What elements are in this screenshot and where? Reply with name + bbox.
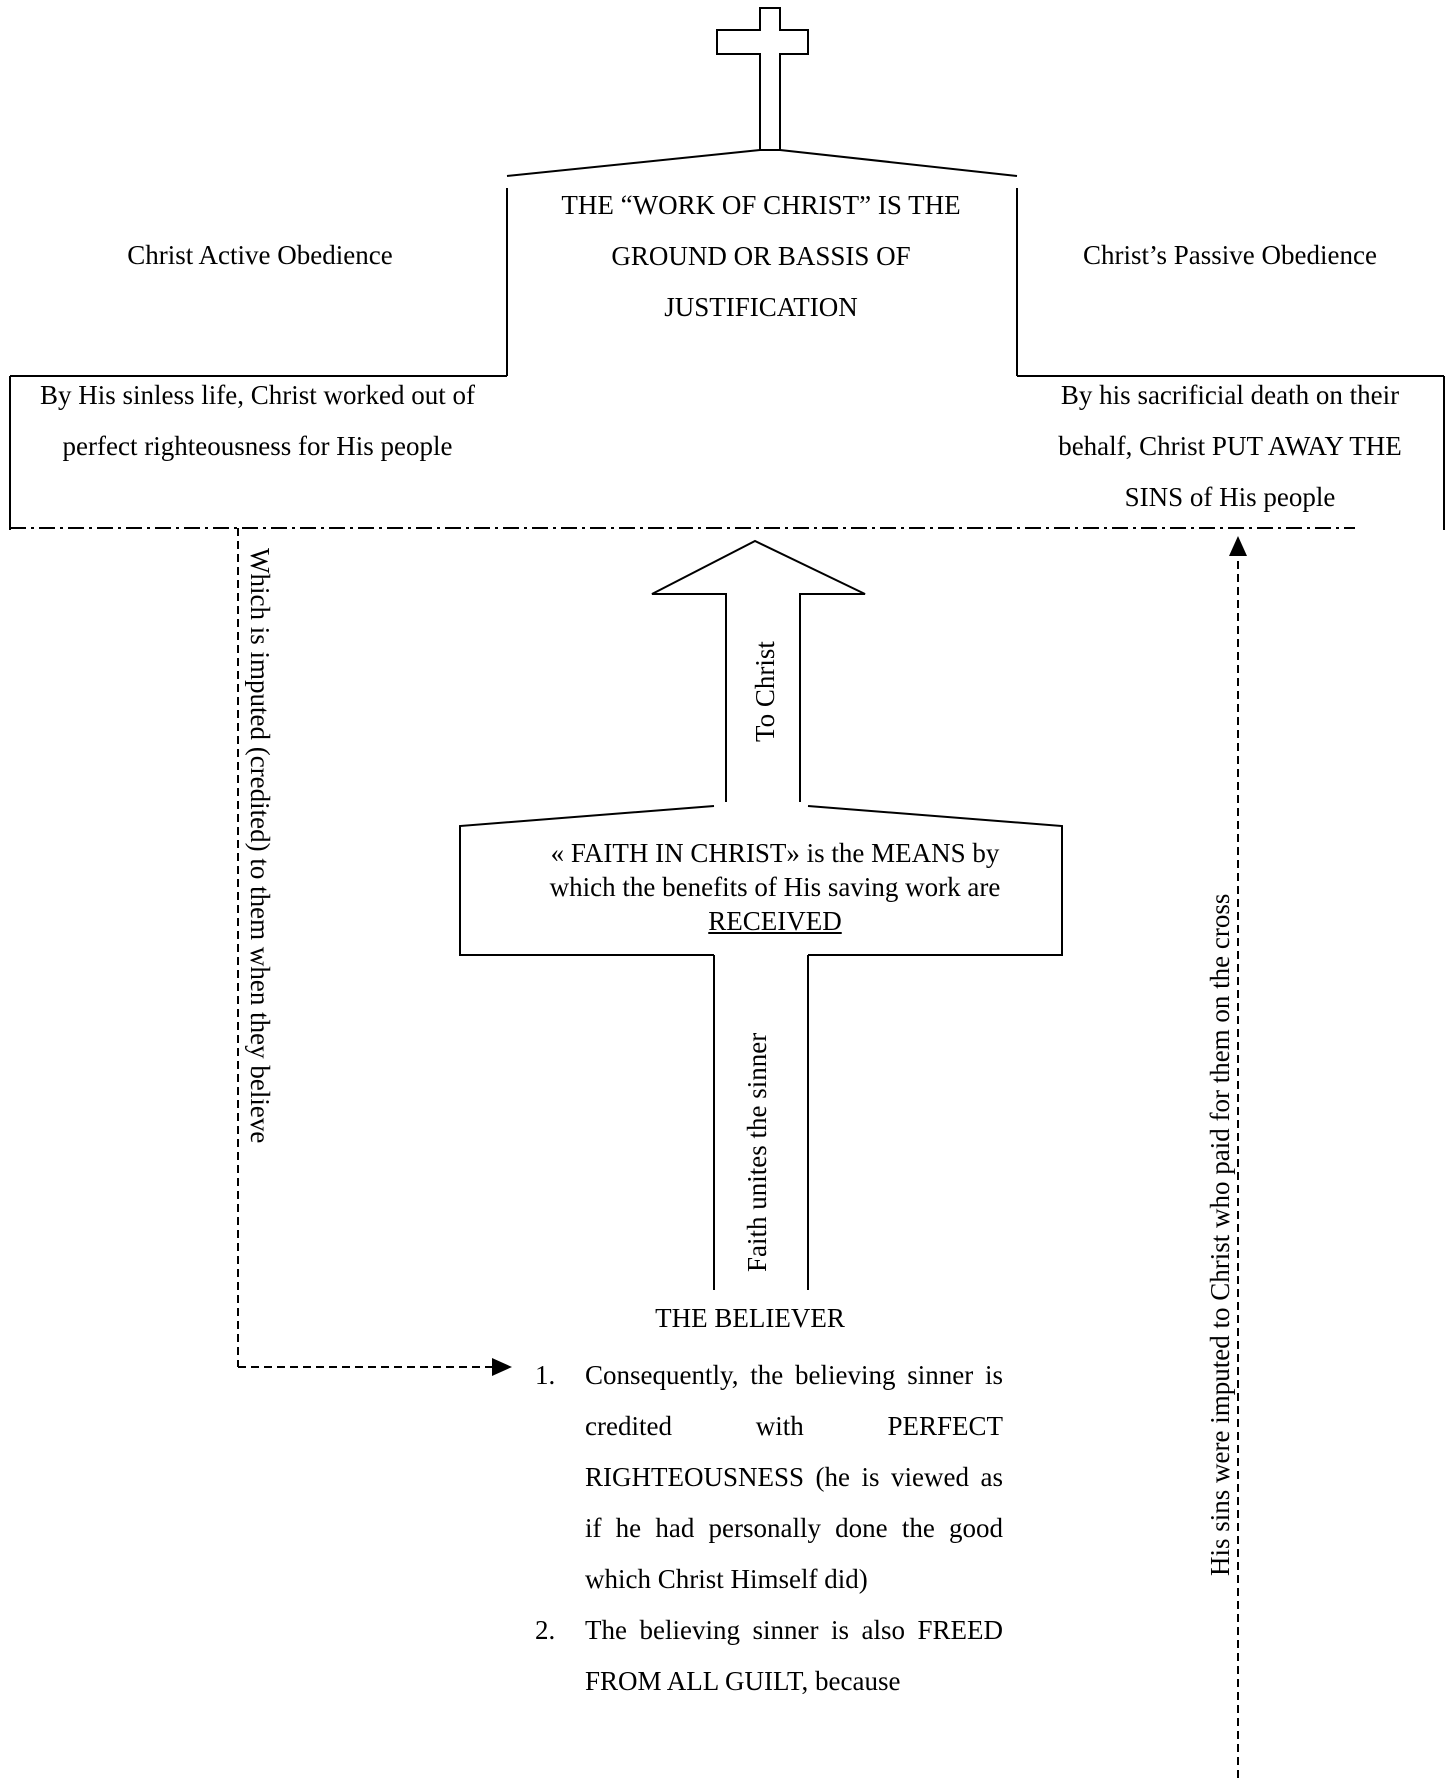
list-item-text: The believing sinner is also FREED FROM … [585,1615,1003,1696]
right-heading: Christ’s Passive Obedience [1083,240,1377,270]
faith-unites-label: Faith unites the sinner [742,1032,772,1272]
believer-label: THE BELIEVER [655,1303,845,1333]
center-title: THE “WORK OF CHRIST” IS THE GROUND OR BA… [561,190,961,322]
to-christ-label: To Christ [750,641,780,742]
list-item-text: Consequently, the believing sinner is cr… [585,1360,1003,1594]
list-item-number: 2. [535,1615,556,1645]
left-heading: Christ Active Obedience [127,240,393,270]
right-description: By his sacrificial death on their behalf… [1058,380,1402,512]
list-item-number: 1. [535,1360,556,1390]
arrowhead-right-icon [492,1358,512,1376]
imputed-right-label: His sins were imputed to Christ who paid… [1205,893,1235,1576]
believer-points: 1. Consequently, the believing sinner is… [535,1350,1003,1707]
faith-line-3: RECEIVED [708,906,842,936]
faith-box [459,805,1063,956]
left-description: By His sinless life, Christ worked out o… [40,380,475,461]
list-item: 2. The believing sinner is also FREED FR… [535,1605,1003,1707]
cross-icon [716,7,809,151]
list-item: 1. Consequently, the believing sinner is… [535,1350,1003,1605]
faith-box-text: « FAITH IN CHRIST» is the MEANS by which… [490,836,1060,938]
arrowhead-up-icon [1229,536,1247,556]
faith-line-1: « FAITH IN CHRIST» is the MEANS by [550,838,1000,868]
roof-left-line [506,149,761,177]
up-arrow-shaft-left [651,539,866,802]
imputed-left-label: Which is imputed (credited) to them when… [245,548,275,1144]
faith-line-2: which the benefits of His saving work ar… [549,872,1001,902]
roof-right-line [779,149,1018,177]
